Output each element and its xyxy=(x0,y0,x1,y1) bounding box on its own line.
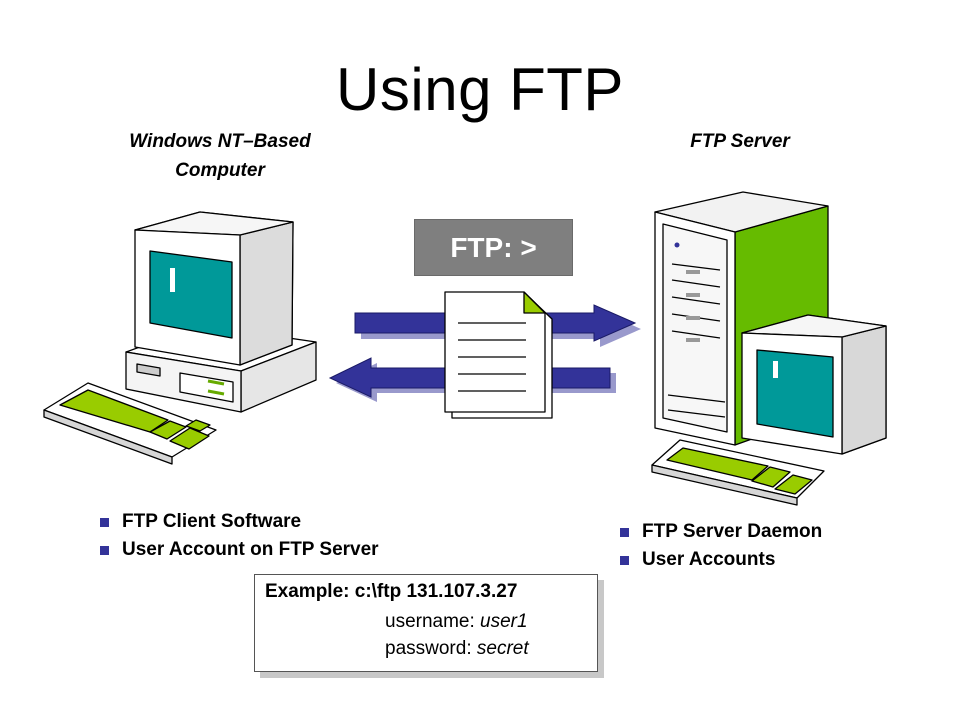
list-item-label: FTP Client Software xyxy=(122,511,302,532)
server-computer-icon xyxy=(651,191,887,506)
username-value: user1 xyxy=(480,611,528,632)
slide-title: Using FTP xyxy=(336,56,624,123)
example-password: password: secret xyxy=(385,638,529,660)
server-caption: FTP Server xyxy=(690,131,790,152)
list-item-label: User Accounts xyxy=(642,549,776,570)
username-label: username: xyxy=(385,611,481,632)
client-caption-line2: Computer xyxy=(175,160,265,181)
bullet-icon xyxy=(100,546,109,555)
client-caption: Windows NT–Based Computer xyxy=(80,127,360,185)
list-item: FTP Client Software xyxy=(100,508,379,536)
bullet-icon xyxy=(100,518,109,527)
bullet-icon xyxy=(620,556,629,565)
example-username: username: user1 xyxy=(385,611,528,633)
password-value: secret xyxy=(476,638,529,659)
example-command: Example: c:\ftp 131.107.3.27 xyxy=(265,581,518,602)
example-box: Example: c:\ftp 131.107.3.27 username: u… xyxy=(254,574,598,672)
list-item: User Accounts xyxy=(620,546,822,574)
password-label: password: xyxy=(385,638,477,659)
client-computer-icon xyxy=(43,211,317,465)
bullet-icon xyxy=(620,528,629,537)
document-icon xyxy=(444,291,553,419)
client-requirements-list: FTP Client Software User Account on FTP … xyxy=(100,508,379,564)
list-item: User Account on FTP Server xyxy=(100,536,379,564)
list-item-label: FTP Server Daemon xyxy=(642,521,823,542)
list-item-label: User Account on FTP Server xyxy=(122,539,379,560)
ftp-prompt-box: FTP: > xyxy=(414,219,573,276)
list-item: FTP Server Daemon xyxy=(620,518,822,546)
server-requirements-list: FTP Server Daemon User Accounts xyxy=(620,518,822,574)
client-caption-line1: Windows NT–Based xyxy=(129,131,311,152)
